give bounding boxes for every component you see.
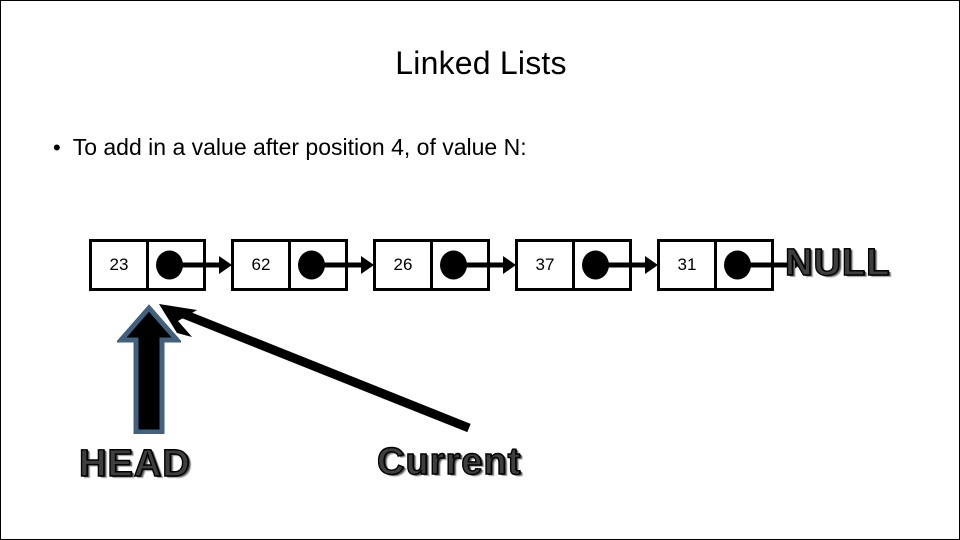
current-annotation-label: Current [376,440,522,483]
head-annotation-label: HEAD [78,442,191,485]
node-value-label: 62 [234,242,291,288]
node-pointer-cell [433,242,516,288]
bullet-list-item: • To add in a value after position 4, of… [53,134,527,161]
pointer-arrow-head-icon [219,256,232,274]
current-pointer-arrow-icon [159,304,471,433]
pointer-arrow-line-icon [311,262,363,268]
list-node-1: 62 [231,239,374,291]
node-pointer-cell [575,242,658,288]
node-box: 62 [231,239,374,291]
bullet-item-label: To add in a value after position 4, of v… [72,134,527,160]
node-box: 23 [89,239,232,291]
list-node-3: 37 [515,239,658,291]
pointer-arrow-line-icon [453,262,505,268]
node-box: 26 [373,239,516,291]
pointer-arrow-head-icon [503,256,516,274]
node-pointer-cell [291,242,374,288]
pointer-arrow-line-icon [169,262,221,268]
pointer-arrow-head-icon [787,256,800,274]
pointer-arrow-head-icon [361,256,374,274]
node-value-label: 31 [660,242,717,288]
list-node-4: 31 [657,239,800,291]
null-terminator-label: NULL [784,241,891,284]
list-node-2: 26 [373,239,516,291]
node-box: 31 [657,239,800,291]
node-value-label: 37 [518,242,575,288]
node-box: 37 [515,239,658,291]
pointer-arrow-line-icon [737,262,789,268]
node-pointer-cell [717,242,800,288]
pointer-arrow-head-icon [645,256,658,274]
list-node-0: 23 [89,239,232,291]
bullet-marker-icon: • [53,135,61,160]
node-value-label: 23 [92,242,149,288]
node-pointer-cell [149,242,232,288]
linked-list-diagram: 23 62 26 [89,239,800,291]
pointer-arrow-line-icon [595,262,647,268]
head-pointer-block-arrow-icon [117,304,181,434]
page-title: Linked Lists [395,45,567,81]
node-value-label: 26 [376,242,433,288]
